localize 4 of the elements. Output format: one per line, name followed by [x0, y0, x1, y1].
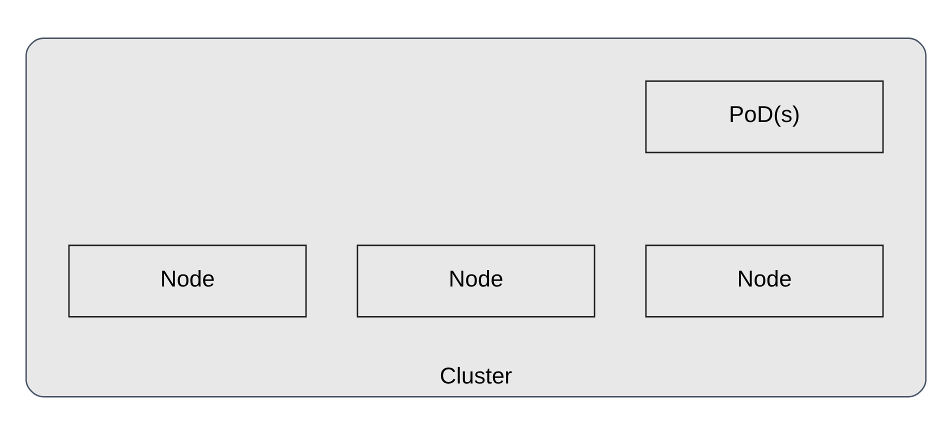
node-box: Node	[644, 244, 884, 318]
node-box: Node	[68, 244, 306, 318]
node-box: PoD(s)	[644, 80, 884, 154]
node-box: Node	[356, 244, 595, 318]
